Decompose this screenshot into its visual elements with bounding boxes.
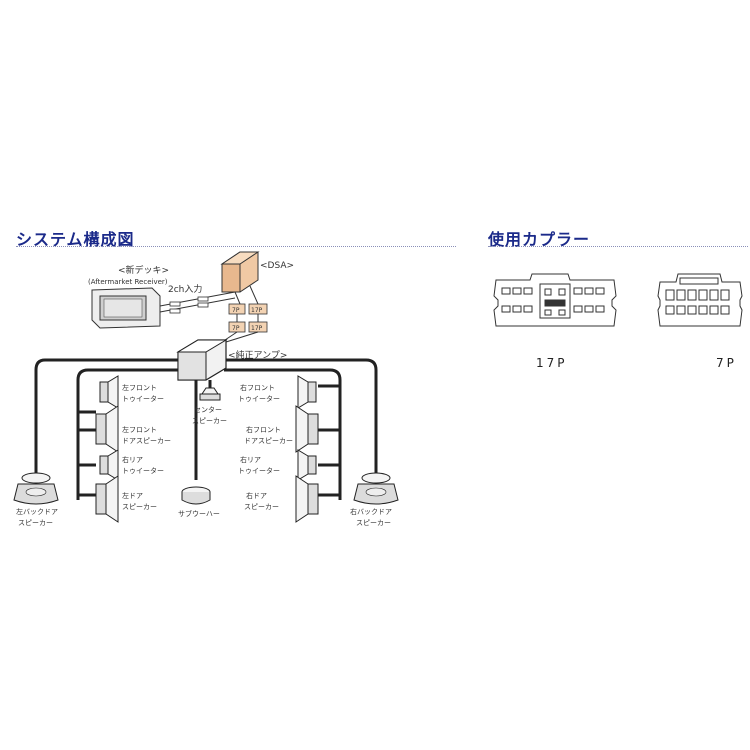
system-diagram-title: システム構成図 [16,230,135,249]
input-2ch-label: 2ch入力 [168,283,202,295]
subwoofer-icon [181,486,211,505]
right-back-door-speaker-icon [353,472,399,505]
amp-label: <純正アンプ> [228,349,287,361]
coupler-7p-label: 7P [716,356,737,370]
left-front-tweeter-label-2: トゥイーター [122,394,164,403]
right-front-door-label-2: ドアスピーカー [244,437,293,445]
right-door-label-1: 右ドア [246,491,267,500]
left-back-label-1: 左バックドア [16,507,58,516]
left-front-door-label-2: ドアスピーカー [122,437,171,445]
right-front-door-label-1: 右フロント [246,425,281,434]
right-front-tweeter-label-1: 右フロント [240,383,275,392]
right-back-label-1: 右バックドア [350,507,392,516]
speaker-wiring [34,358,378,500]
left-front-tweeter-icon [99,375,119,409]
aftermarket-receiver: <新デッキ> (Aftermarket Receiver) [88,264,169,329]
dsa-17p-label: 17P [251,307,263,314]
title-divider-right [488,246,748,247]
left-front-door-label-1: 左フロント [122,425,157,434]
center-label-1: センター [194,405,222,414]
left-door-label-1: 左ドア [122,491,143,500]
subwoofer-label: サブウーハー [178,509,220,518]
aftermarket-label: (Aftermarket Receiver) [88,278,168,286]
right-rear-tweeter-label-1: 右リア [240,455,261,464]
title-divider-left [16,246,456,247]
right-rear-tweeter-left-label-2: トゥイーター [122,466,164,475]
right-rear-tweeter-label-2: トゥイーター [238,466,280,475]
coupler-17p-label: 17P [536,356,568,370]
right-rear-tweeter-left-icon [99,449,119,481]
coupler-title: 使用カプラー [488,230,591,249]
right-door-speaker-icon [295,475,319,523]
right-rear-tweeter-left-label-1: 右リア [122,455,143,464]
right-front-door-speaker-icon [295,405,319,453]
left-front-door-speaker-icon [95,405,119,453]
dsa-7p-label: 7P [232,307,240,314]
right-front-tweeter-label-2: トゥイーター [238,394,280,403]
dsa-unit: <DSA> 7P 17P 7P 17P [220,251,294,343]
right-front-tweeter-icon [297,375,317,409]
center-speaker-icon [199,387,221,401]
right-rear-tweeter-icon [297,449,317,481]
harness-17p-label: 17P [251,325,263,332]
left-speakers: 左フロント トゥイーター 左フロント ドアスピーカー 右リア トゥイーター 左ド… [95,375,171,523]
left-back-label-2: スピーカー [18,519,53,527]
left-door-speaker-icon [95,475,119,523]
dsa-label: <DSA> [260,261,294,271]
left-door-label-2: スピーカー [122,503,157,511]
left-back-door-speaker-icon [13,472,59,505]
right-back-label-2: スピーカー [356,519,391,527]
coupler-7p-icon [657,273,743,327]
rca-cables: 2ch入力 [159,283,236,314]
harness-7p-label: 7P [232,325,240,332]
right-door-label-2: スピーカー [244,503,279,511]
left-front-tweeter-label-1: 左フロント [122,383,157,392]
coupler-17p-icon [493,273,617,327]
new-deck-label: <新デッキ> [118,264,169,276]
factory-amp: <純正アンプ> [176,339,287,381]
center-label-2: スピーカー [192,417,227,425]
right-speakers: 右フロント トゥイーター 右フロント ドアスピーカー 右リア トゥイーター 右ド… [238,375,319,523]
